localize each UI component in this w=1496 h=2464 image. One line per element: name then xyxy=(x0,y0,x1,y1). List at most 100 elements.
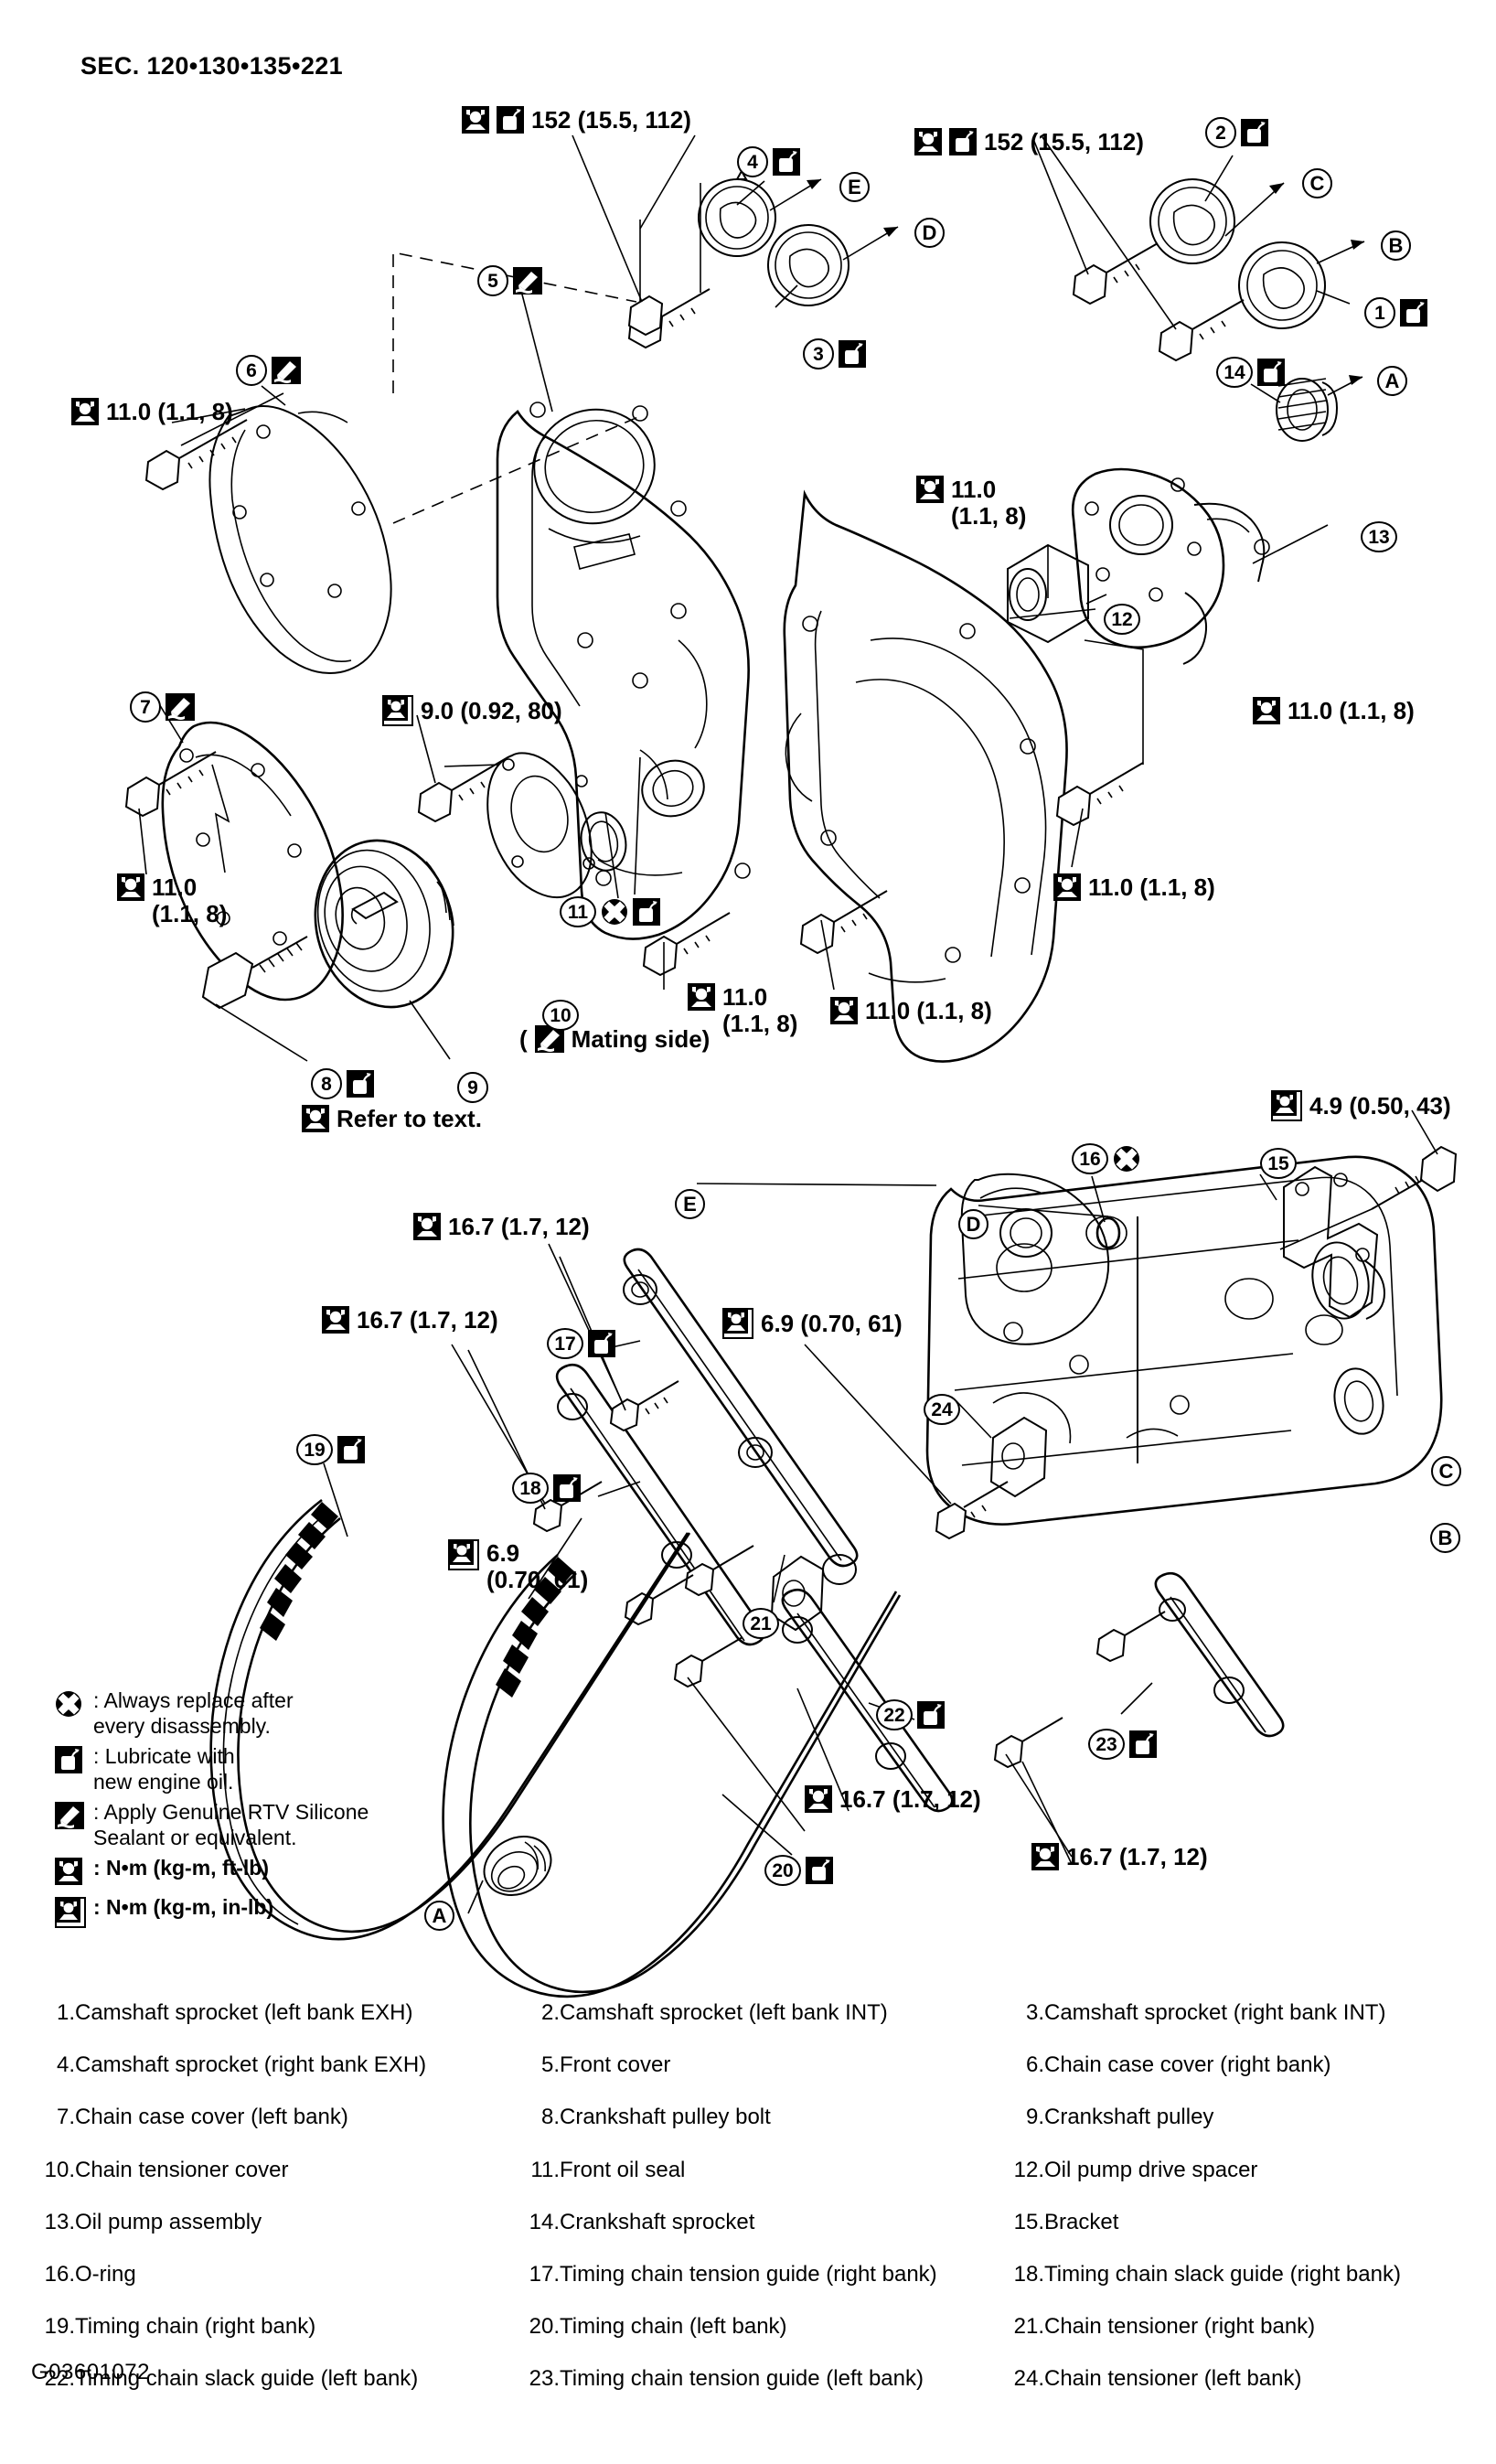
part-callout-3: 3 xyxy=(803,338,866,370)
torque-nm-ftlb-icon xyxy=(302,1105,329,1133)
callout-number: 12 xyxy=(1104,604,1140,635)
note-note-mating: (Mating side) xyxy=(519,1025,710,1054)
torque-spec-t-167-a: 16.7 (1.7, 12) xyxy=(413,1213,590,1241)
callout-number: 20 xyxy=(764,1855,801,1886)
always-replace-icon xyxy=(1113,1145,1140,1173)
part-number: 7. xyxy=(56,2105,75,2130)
page-title: SEC. 120•130•135•221 xyxy=(80,52,344,80)
parts-list-row: 22.Timing chain slack guide (left bank)2… xyxy=(24,2364,1478,2416)
reference-marker-d-6: D xyxy=(958,1209,988,1239)
lubricate-oil-icon xyxy=(633,898,660,926)
torque-nm-ftlb-icon xyxy=(71,398,99,426)
part-callout-20: 20 xyxy=(764,1855,833,1886)
part-number: 9. xyxy=(1025,2105,1044,2130)
part-label: Chain tensioner (left bank) xyxy=(1044,2366,1302,2392)
always-replace-icon xyxy=(601,898,628,926)
lubricate-oil-icon xyxy=(1400,299,1427,327)
callout-number: 19 xyxy=(296,1434,333,1465)
torque-spec-t-110-g: 11.0 (1.1, 8) xyxy=(830,997,992,1025)
figure-id: G03601072 xyxy=(31,2360,150,2384)
torque-nm-ftlb-icon xyxy=(1031,1843,1059,1871)
part-callout-22: 22 xyxy=(876,1699,945,1730)
torque-spec-t-110-a: 11.0 (1.1, 8) xyxy=(71,398,233,426)
torque-nm-ftlb-icon xyxy=(1253,697,1280,725)
callout-number: 2 xyxy=(1205,117,1236,148)
torque-spec-t-110-f: 11.0(1.1, 8) xyxy=(688,983,797,1037)
note-note-refer-text: Refer to text. xyxy=(302,1105,482,1133)
lubricate-oil-icon xyxy=(1241,119,1268,146)
part-label: Camshaft sprocket (left bank INT) xyxy=(560,2000,888,2025)
part-callout-19: 19 xyxy=(296,1434,365,1465)
torque-nm-inlb-icon xyxy=(1271,1090,1302,1121)
torque-spec-value: 6.9(0.70, 61) xyxy=(486,1539,589,1594)
legend-icon xyxy=(55,1799,93,1834)
legend-icon xyxy=(55,1743,93,1778)
torque-nm-ftlb-icon xyxy=(1053,873,1081,902)
reference-marker-c-2: C xyxy=(1302,168,1332,198)
torque-nm-ftlb-icon xyxy=(462,106,489,134)
note-text: Refer to text. xyxy=(337,1105,482,1132)
callout-number: 14 xyxy=(1216,357,1253,388)
callout-number: 23 xyxy=(1088,1729,1125,1760)
part-number: 24. xyxy=(1013,2366,1044,2392)
part-number: 11. xyxy=(530,2157,560,2182)
legend-icon xyxy=(55,1894,93,1933)
rtv-sealant-icon xyxy=(166,693,195,721)
lubricate-oil-icon xyxy=(55,1746,82,1774)
part-number: 13. xyxy=(44,2209,75,2234)
part-callout-1: 1 xyxy=(1364,297,1427,328)
part-callout-24: 24 xyxy=(924,1394,960,1425)
part-callout-23: 23 xyxy=(1088,1729,1157,1760)
lubricate-oil-icon xyxy=(806,1857,833,1884)
torque-spec-value: 152 (15.5, 112) xyxy=(984,128,1144,155)
torque-nm-ftlb-icon xyxy=(688,983,715,1011)
part-label: Camshaft sprocket (right bank INT) xyxy=(1044,2000,1386,2025)
legend-text: : Always replace after every disassembly… xyxy=(93,1688,294,1739)
part-label: Front cover xyxy=(560,2052,671,2078)
part-callout-7: 7 xyxy=(130,691,195,723)
part-number: 4. xyxy=(56,2052,75,2078)
part-callout-4: 4 xyxy=(737,146,800,177)
part-label: Chain case cover (right bank) xyxy=(1044,2052,1331,2078)
torque-spec-value: 16.7 (1.7, 12) xyxy=(839,1785,981,1813)
part-label: Timing chain slack guide (right bank) xyxy=(1044,2261,1401,2287)
rtv-sealant-icon xyxy=(55,1802,84,1830)
rtv-sealant-icon xyxy=(272,357,301,384)
part-number: 17. xyxy=(529,2261,560,2287)
legend-text: : N•m (kg-m, ft-lb) xyxy=(93,1856,270,1880)
reference-marker-e-0: E xyxy=(839,172,870,202)
legend-text: : Apply Genuine RTV Silicone Sealant or … xyxy=(93,1800,369,1850)
lubricate-oil-icon xyxy=(773,148,800,176)
part-number: 23. xyxy=(529,2366,560,2392)
legend-row-inlb: : N•m (kg-m, in-lb) xyxy=(55,1894,369,1933)
part-callout-6: 6 xyxy=(236,355,301,386)
part-label: Crankshaft pulley xyxy=(1044,2105,1214,2130)
part-number: 5. xyxy=(540,2052,560,2078)
legend-text: : N•m (kg-m, in-lb) xyxy=(93,1895,274,1920)
torque-spec-t-90: 9.0 (0.92, 80) xyxy=(382,695,562,726)
reference-marker-d-1: D xyxy=(914,218,945,248)
part-callout-5: 5 xyxy=(477,265,542,296)
torque-spec-t-152-a: 152 (15.5, 112) xyxy=(462,106,691,134)
part-callout-17: 17 xyxy=(547,1328,615,1359)
lubricate-oil-icon xyxy=(497,106,524,134)
reference-marker-a-4: A xyxy=(1377,366,1407,396)
part-label: Crankshaft sprocket xyxy=(560,2209,755,2234)
torque-spec-t-167-d: 16.7 (1.7, 12) xyxy=(1031,1843,1208,1871)
part-number: 2. xyxy=(540,2000,560,2025)
torque-spec-value: 6.9 (0.70, 61) xyxy=(761,1309,903,1337)
part-label: O-ring xyxy=(75,2261,136,2287)
lubricate-oil-icon xyxy=(1129,1730,1157,1758)
legend-row-oil: : Lubricate with new engine oil. xyxy=(55,1743,369,1794)
torque-spec-value: 11.0(1.1, 8) xyxy=(722,983,798,1038)
part-callout-15: 15 xyxy=(1260,1148,1297,1179)
torque-spec-t-110-d: 11.0(1.1, 8) xyxy=(117,873,227,927)
lubricate-oil-icon xyxy=(588,1330,615,1357)
part-callout-21: 21 xyxy=(743,1608,779,1639)
parts-list-table: 1.Camshaft sprocket (left bank EXH)2.Cam… xyxy=(24,1998,1478,2417)
part-number: 8. xyxy=(540,2105,560,2130)
callout-number: 3 xyxy=(803,338,834,370)
torque-nm-inlb-icon xyxy=(722,1308,753,1339)
